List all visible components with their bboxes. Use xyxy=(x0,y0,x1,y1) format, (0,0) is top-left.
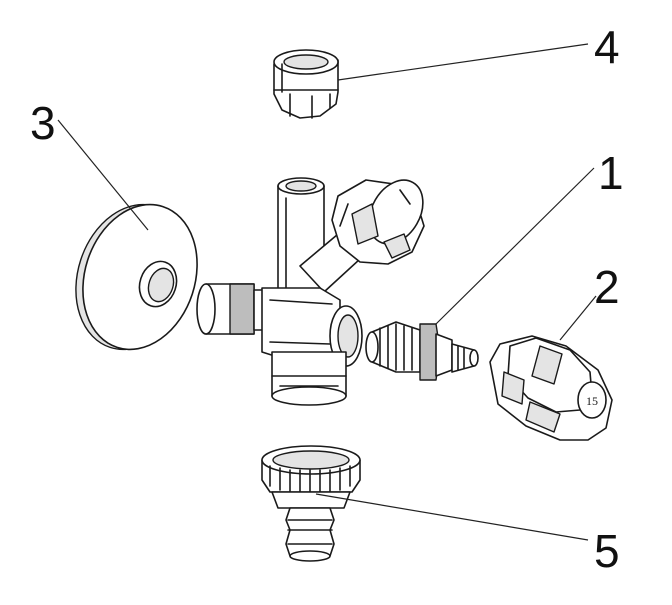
part-3-rosette xyxy=(75,203,198,351)
callout-5: 5 xyxy=(594,525,620,577)
leader-line-5 xyxy=(315,493,589,541)
valve-body xyxy=(196,177,425,406)
part-5-hose-connector xyxy=(261,445,361,562)
part-1-cartridge xyxy=(365,321,479,381)
leader-line-2 xyxy=(559,295,597,341)
callout-4: 4 xyxy=(594,21,620,73)
leader-line-3 xyxy=(57,119,149,231)
leader-line-4 xyxy=(337,43,589,81)
callout-3: 3 xyxy=(30,97,56,149)
part-2-knob: 15 xyxy=(489,335,613,441)
callout-2: 2 xyxy=(594,261,620,313)
leader-lines xyxy=(57,43,597,541)
leader-line-1 xyxy=(435,167,595,325)
knob-emblem: 15 xyxy=(586,394,598,408)
callout-1: 1 xyxy=(598,147,624,199)
part-4-nut xyxy=(273,49,339,119)
